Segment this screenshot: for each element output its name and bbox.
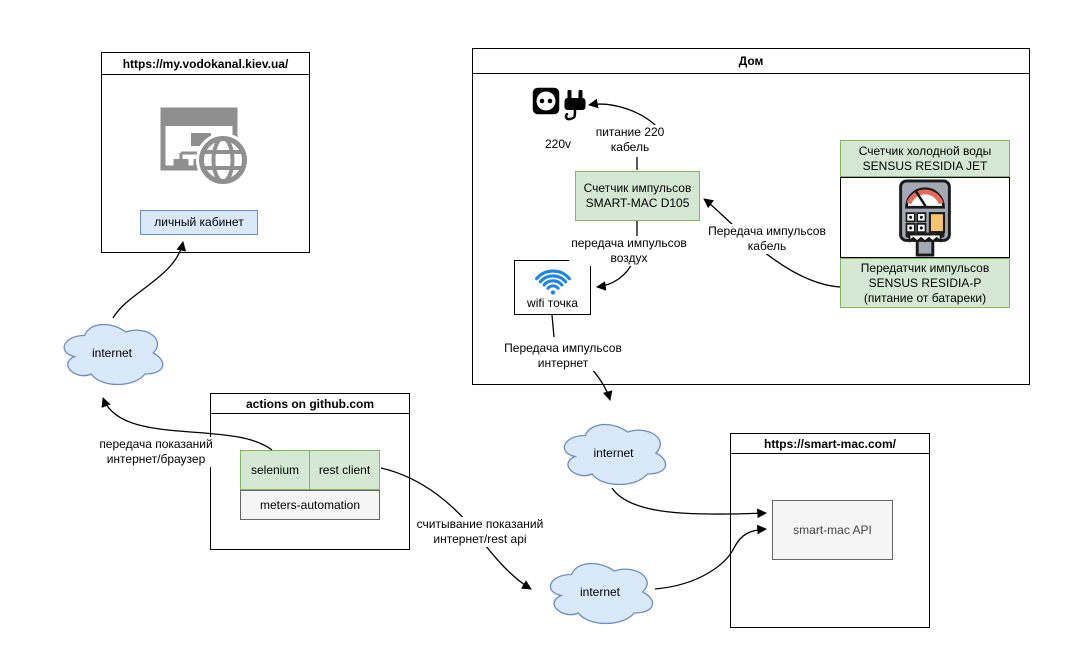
rest-client-node: rest client [309,450,380,490]
power-edge-label: питание 220 кабель [593,125,667,155]
wifi-icon [529,263,577,297]
meters-automation-node: meters-automation [240,490,380,520]
cold-water-meter-node: Счетчик холодной воды SENSUS RESIDIA JET [840,140,1010,177]
vodokanal-title: https://my.vodokanal.kiev.ua/ [102,53,309,75]
edge-cloud1-to-cabinet [112,241,187,319]
internet-cloud-left-label: internet [91,346,133,360]
smartmac-title: https://smart-mac.com/ [731,434,929,454]
github-title: actions on github.com [211,394,409,414]
rest-edge-label: считывание показаний интернет/rest api [414,517,546,547]
water-meter-device-icon [895,179,955,257]
browser-edge-label: передача показаний интернет/браузер [97,437,215,467]
website-sitemap-globe-icon [157,100,253,188]
internet-cloud-bottom [549,562,654,625]
personal-cabinet-button: личный кабинет [140,210,258,235]
smartmac-api-node: smart-mac API [772,500,893,560]
internet-cloud-left [63,323,164,386]
air-edge-label: передача импульсов воздух [569,236,689,266]
cable-edge-label: Передача импульсов кабель [706,224,828,254]
power-plug-icon [562,90,588,128]
wifi-access-point-node: wifi точка [514,260,591,315]
power-socket-icon [531,86,561,116]
pulse-counter-node: Счетчик импульсов SMART-MAC D105 [575,171,700,221]
internet-edge-label: Передача импульсов интернет [502,341,624,371]
internet-cloud-bottom-label: internet [579,585,621,599]
selenium-node: selenium [240,450,310,490]
voltage-label: 220v [542,137,574,152]
house-title: Дом [473,49,1029,74]
pulse-transmitter-node: Передатчик импульсов SENSUS RESIDIA-P (п… [840,258,1010,308]
internet-cloud-middle [563,423,667,486]
internet-cloud-middle-label: internet [593,446,634,460]
